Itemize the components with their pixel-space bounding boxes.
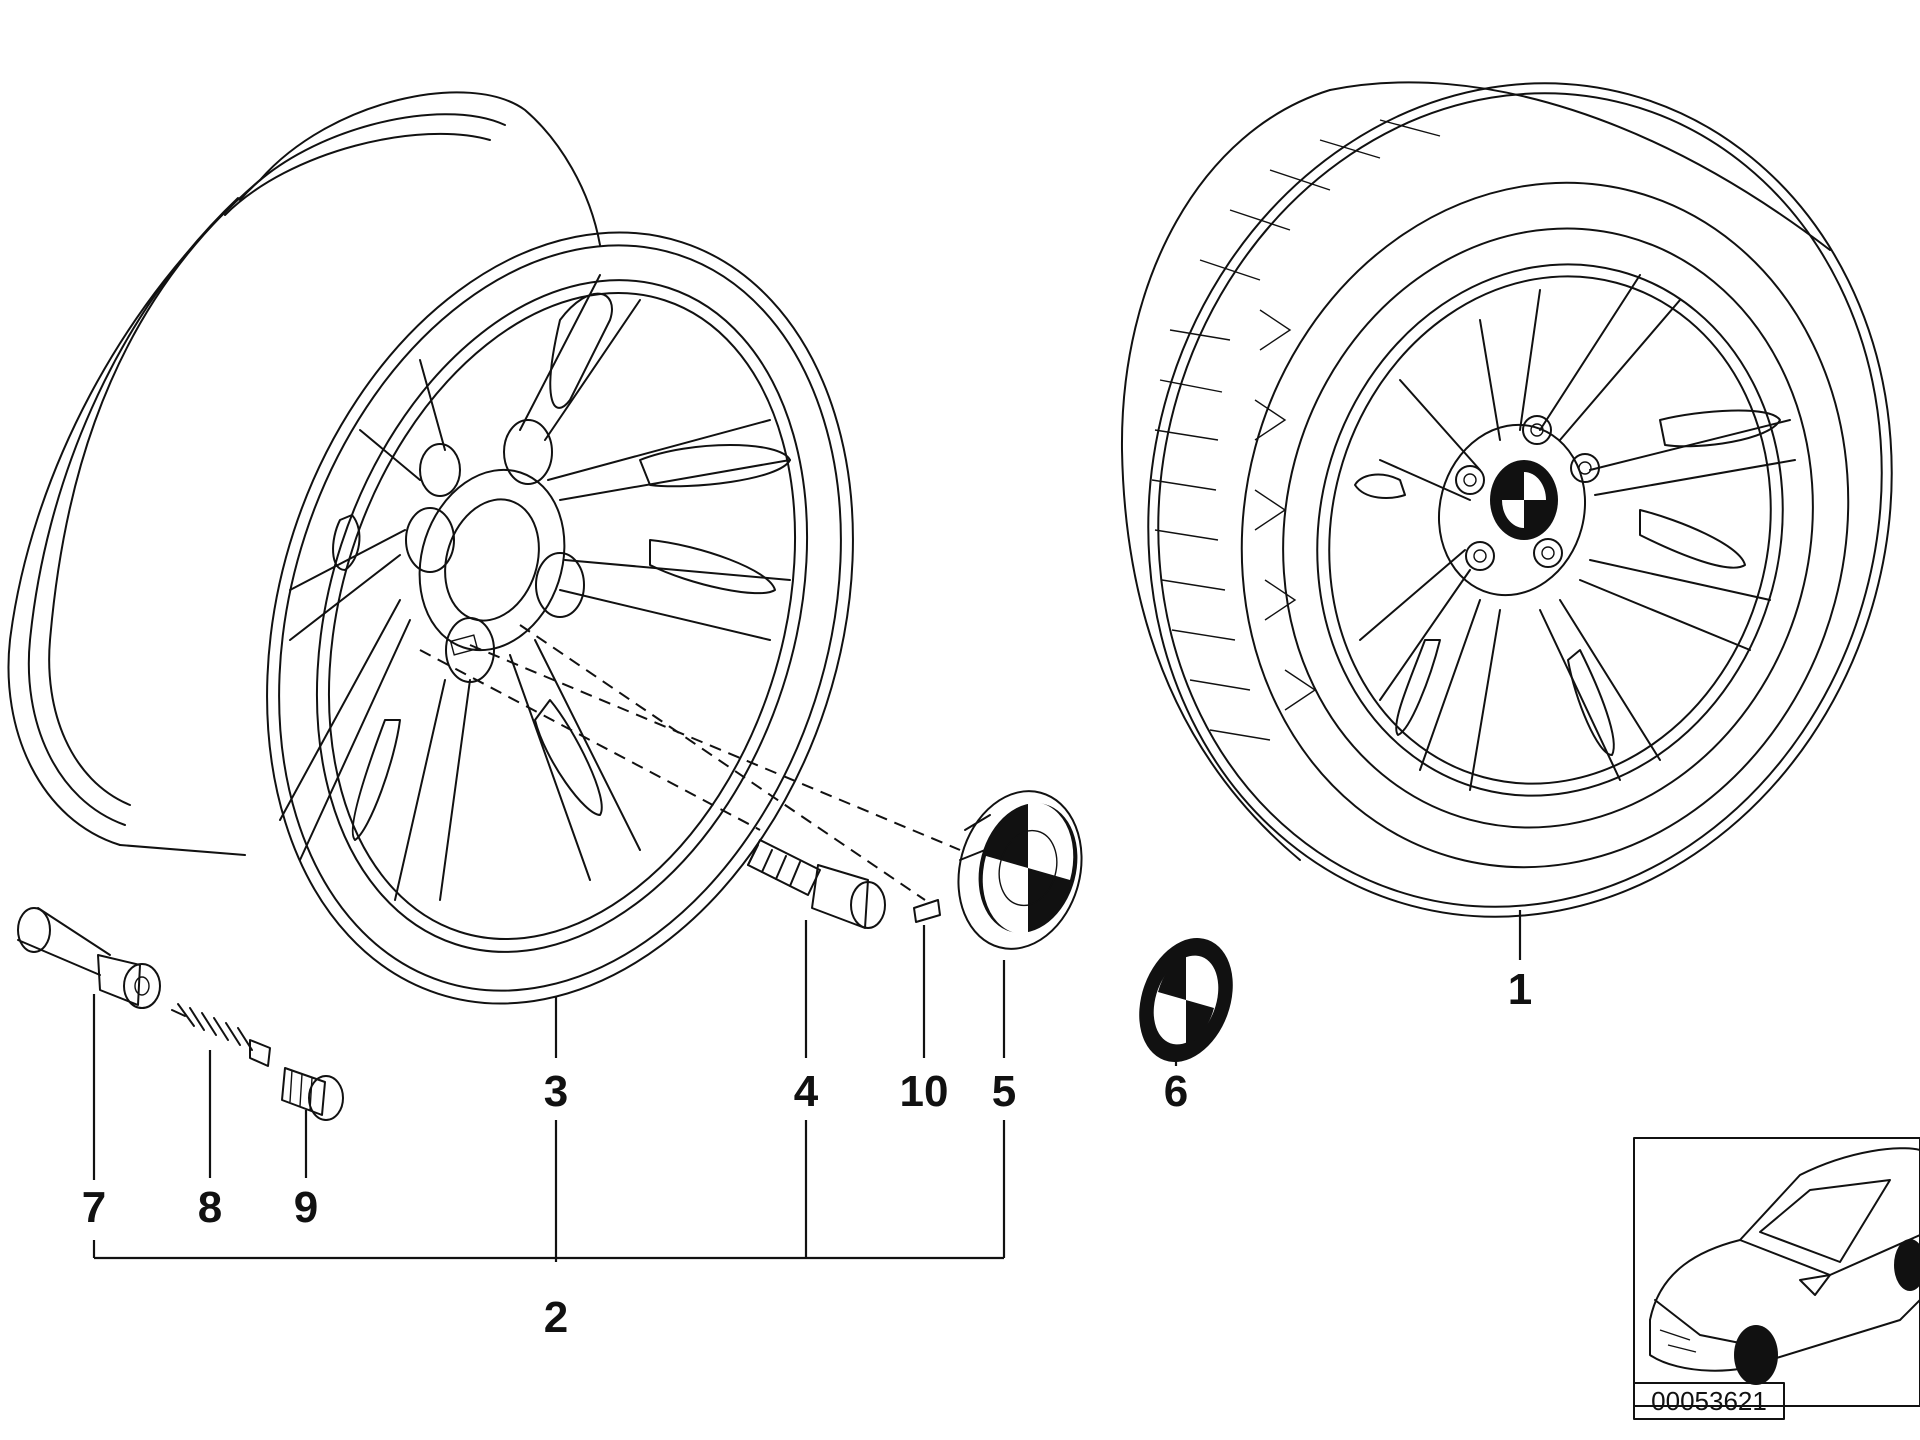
callout-1: 1: [1508, 965, 1532, 1014]
callout-10: 10: [900, 1067, 949, 1116]
hub-cap-drawing: [957, 790, 1083, 950]
callout-numbers: 1 2 3 4 10 5 6 7 8 9: [82, 965, 1532, 1342]
callout-8: 8: [198, 1183, 222, 1232]
car-thumbnail-frame: [1633, 1137, 1920, 1407]
callout-6: 6: [1164, 1067, 1188, 1116]
small-badge-drawing: [913, 899, 941, 923]
valve-insert-drawing: [171, 1003, 271, 1067]
reference-box: [1633, 1382, 1785, 1420]
rim-drawing: [7, 91, 854, 1005]
callout-7: 7: [82, 1183, 106, 1232]
callout-5: 5: [992, 1067, 1016, 1116]
callout-4: 4: [794, 1067, 819, 1116]
emblem-drawing: [1139, 938, 1233, 1062]
car-silhouette-drawing: [1649, 1147, 1920, 1385]
callout-2: 2: [544, 1293, 568, 1342]
wheel-bolt-drawing: [747, 839, 886, 929]
valve-stem-drawing: [17, 907, 161, 1009]
reference-number: 00053621: [1651, 1386, 1767, 1416]
valve-cap-drawing: [281, 1067, 344, 1121]
callout-9: 9: [294, 1183, 318, 1232]
wheel-with-tire-drawing: [1120, 81, 1893, 918]
assembly-lines: [419, 624, 961, 901]
car-thumbnail: 00053621: [1633, 1137, 1920, 1420]
leader-lines: [92, 910, 1522, 1262]
callout-3: 3: [544, 1067, 568, 1116]
